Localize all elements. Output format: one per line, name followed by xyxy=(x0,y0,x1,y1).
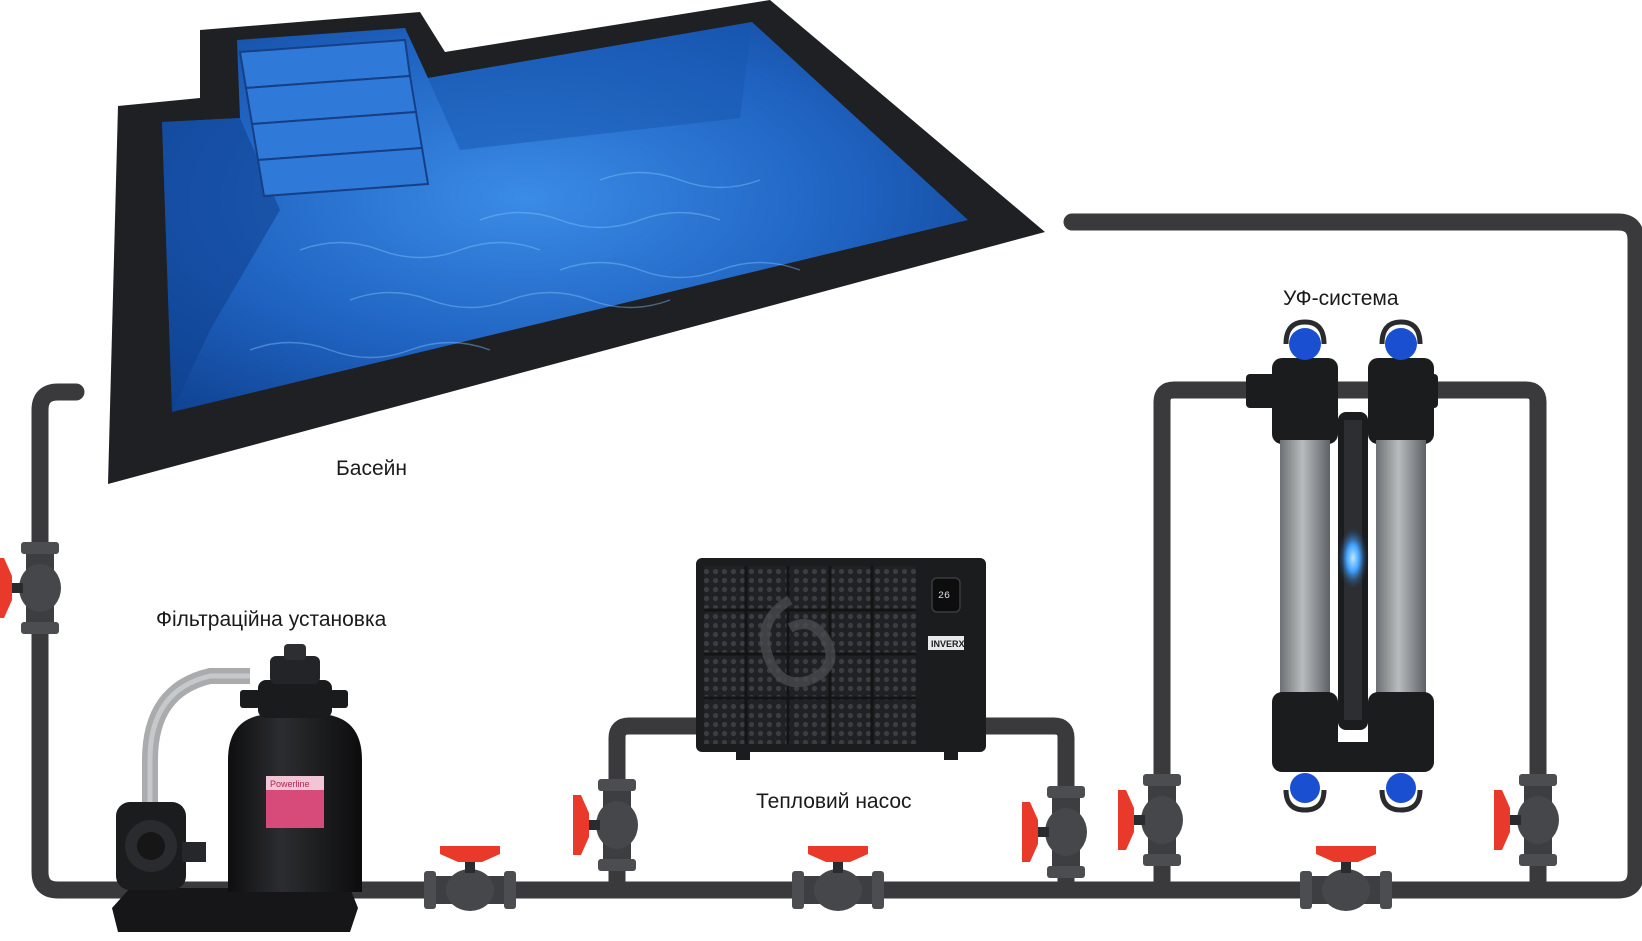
filter-tank: Powerline xyxy=(228,644,362,892)
valve-heat-pump-in xyxy=(573,779,638,871)
uv-system-label: УФ-система xyxy=(1283,287,1399,310)
filter-label: Фільтраційна установка xyxy=(156,608,387,631)
uv-system xyxy=(1246,319,1438,813)
pool xyxy=(108,0,1045,484)
pool-inner-wall xyxy=(162,118,280,412)
filter-unit: Powerline xyxy=(112,644,362,932)
pool-inner-wall-back xyxy=(428,22,752,150)
pipe-uv-loop xyxy=(1153,381,1547,899)
uv-tube-right xyxy=(1376,440,1426,698)
valve-bottom-3 xyxy=(1300,846,1392,911)
heat-pump-temp: 26 xyxy=(938,591,950,602)
pool-label: Басейн xyxy=(336,457,407,480)
uv-tube-left xyxy=(1280,440,1330,698)
pool-steps xyxy=(238,38,430,198)
filter-brand: Powerline xyxy=(270,779,310,789)
pump xyxy=(116,802,206,890)
fan-logo xyxy=(759,595,836,688)
valve-bottom-1 xyxy=(424,846,516,911)
valve-heat-pump-out xyxy=(1022,786,1087,878)
heat-pump: 26 INVERX xyxy=(696,558,986,760)
valve-left-vertical xyxy=(0,542,61,634)
heat-pump-label: Тепловий насос xyxy=(756,790,912,813)
valve-bottom-2 xyxy=(792,846,884,911)
valve-uv-out xyxy=(1494,774,1559,866)
heat-pump-brand: INVERX xyxy=(931,639,965,649)
filter-base xyxy=(112,888,358,932)
water-ripples xyxy=(249,171,801,359)
valve-uv-in xyxy=(1118,774,1183,866)
uv-glow xyxy=(1337,524,1369,592)
heat-pump-display xyxy=(931,577,961,613)
